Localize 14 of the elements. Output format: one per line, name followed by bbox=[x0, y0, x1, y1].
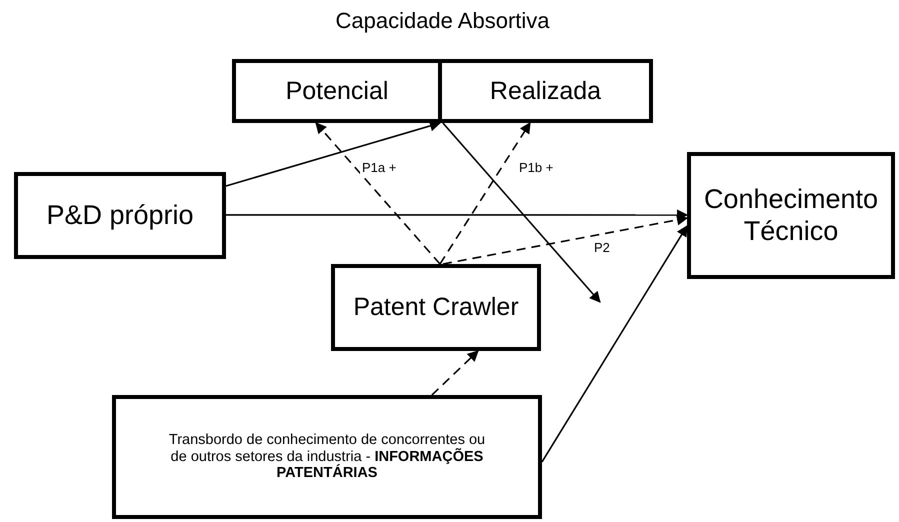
edge-label: P1a + bbox=[360, 160, 398, 175]
concept-box: Transbordo de conhecimento de concorrentes ou de outros setores da industria - INFORMAÇÕES PATENTÁRIAS bbox=[112, 395, 542, 519]
dashed-arrow bbox=[442, 214, 688, 265]
arrow bbox=[541, 225, 688, 462]
concept-box: Conhecimento Técnico bbox=[687, 152, 895, 279]
dashed-arrow bbox=[439, 122, 531, 264]
concept-box: P&D próprio bbox=[14, 172, 226, 259]
edge-label: P2 bbox=[592, 240, 612, 255]
arrow bbox=[442, 122, 601, 303]
dashed-arrow bbox=[315, 122, 441, 265]
edge-label: P1b + bbox=[517, 160, 556, 175]
group-heading: Capacidade Absortiva bbox=[334, 8, 551, 34]
concept-box: Patent Crawler bbox=[331, 264, 541, 351]
dashed-arrow bbox=[431, 350, 479, 396]
